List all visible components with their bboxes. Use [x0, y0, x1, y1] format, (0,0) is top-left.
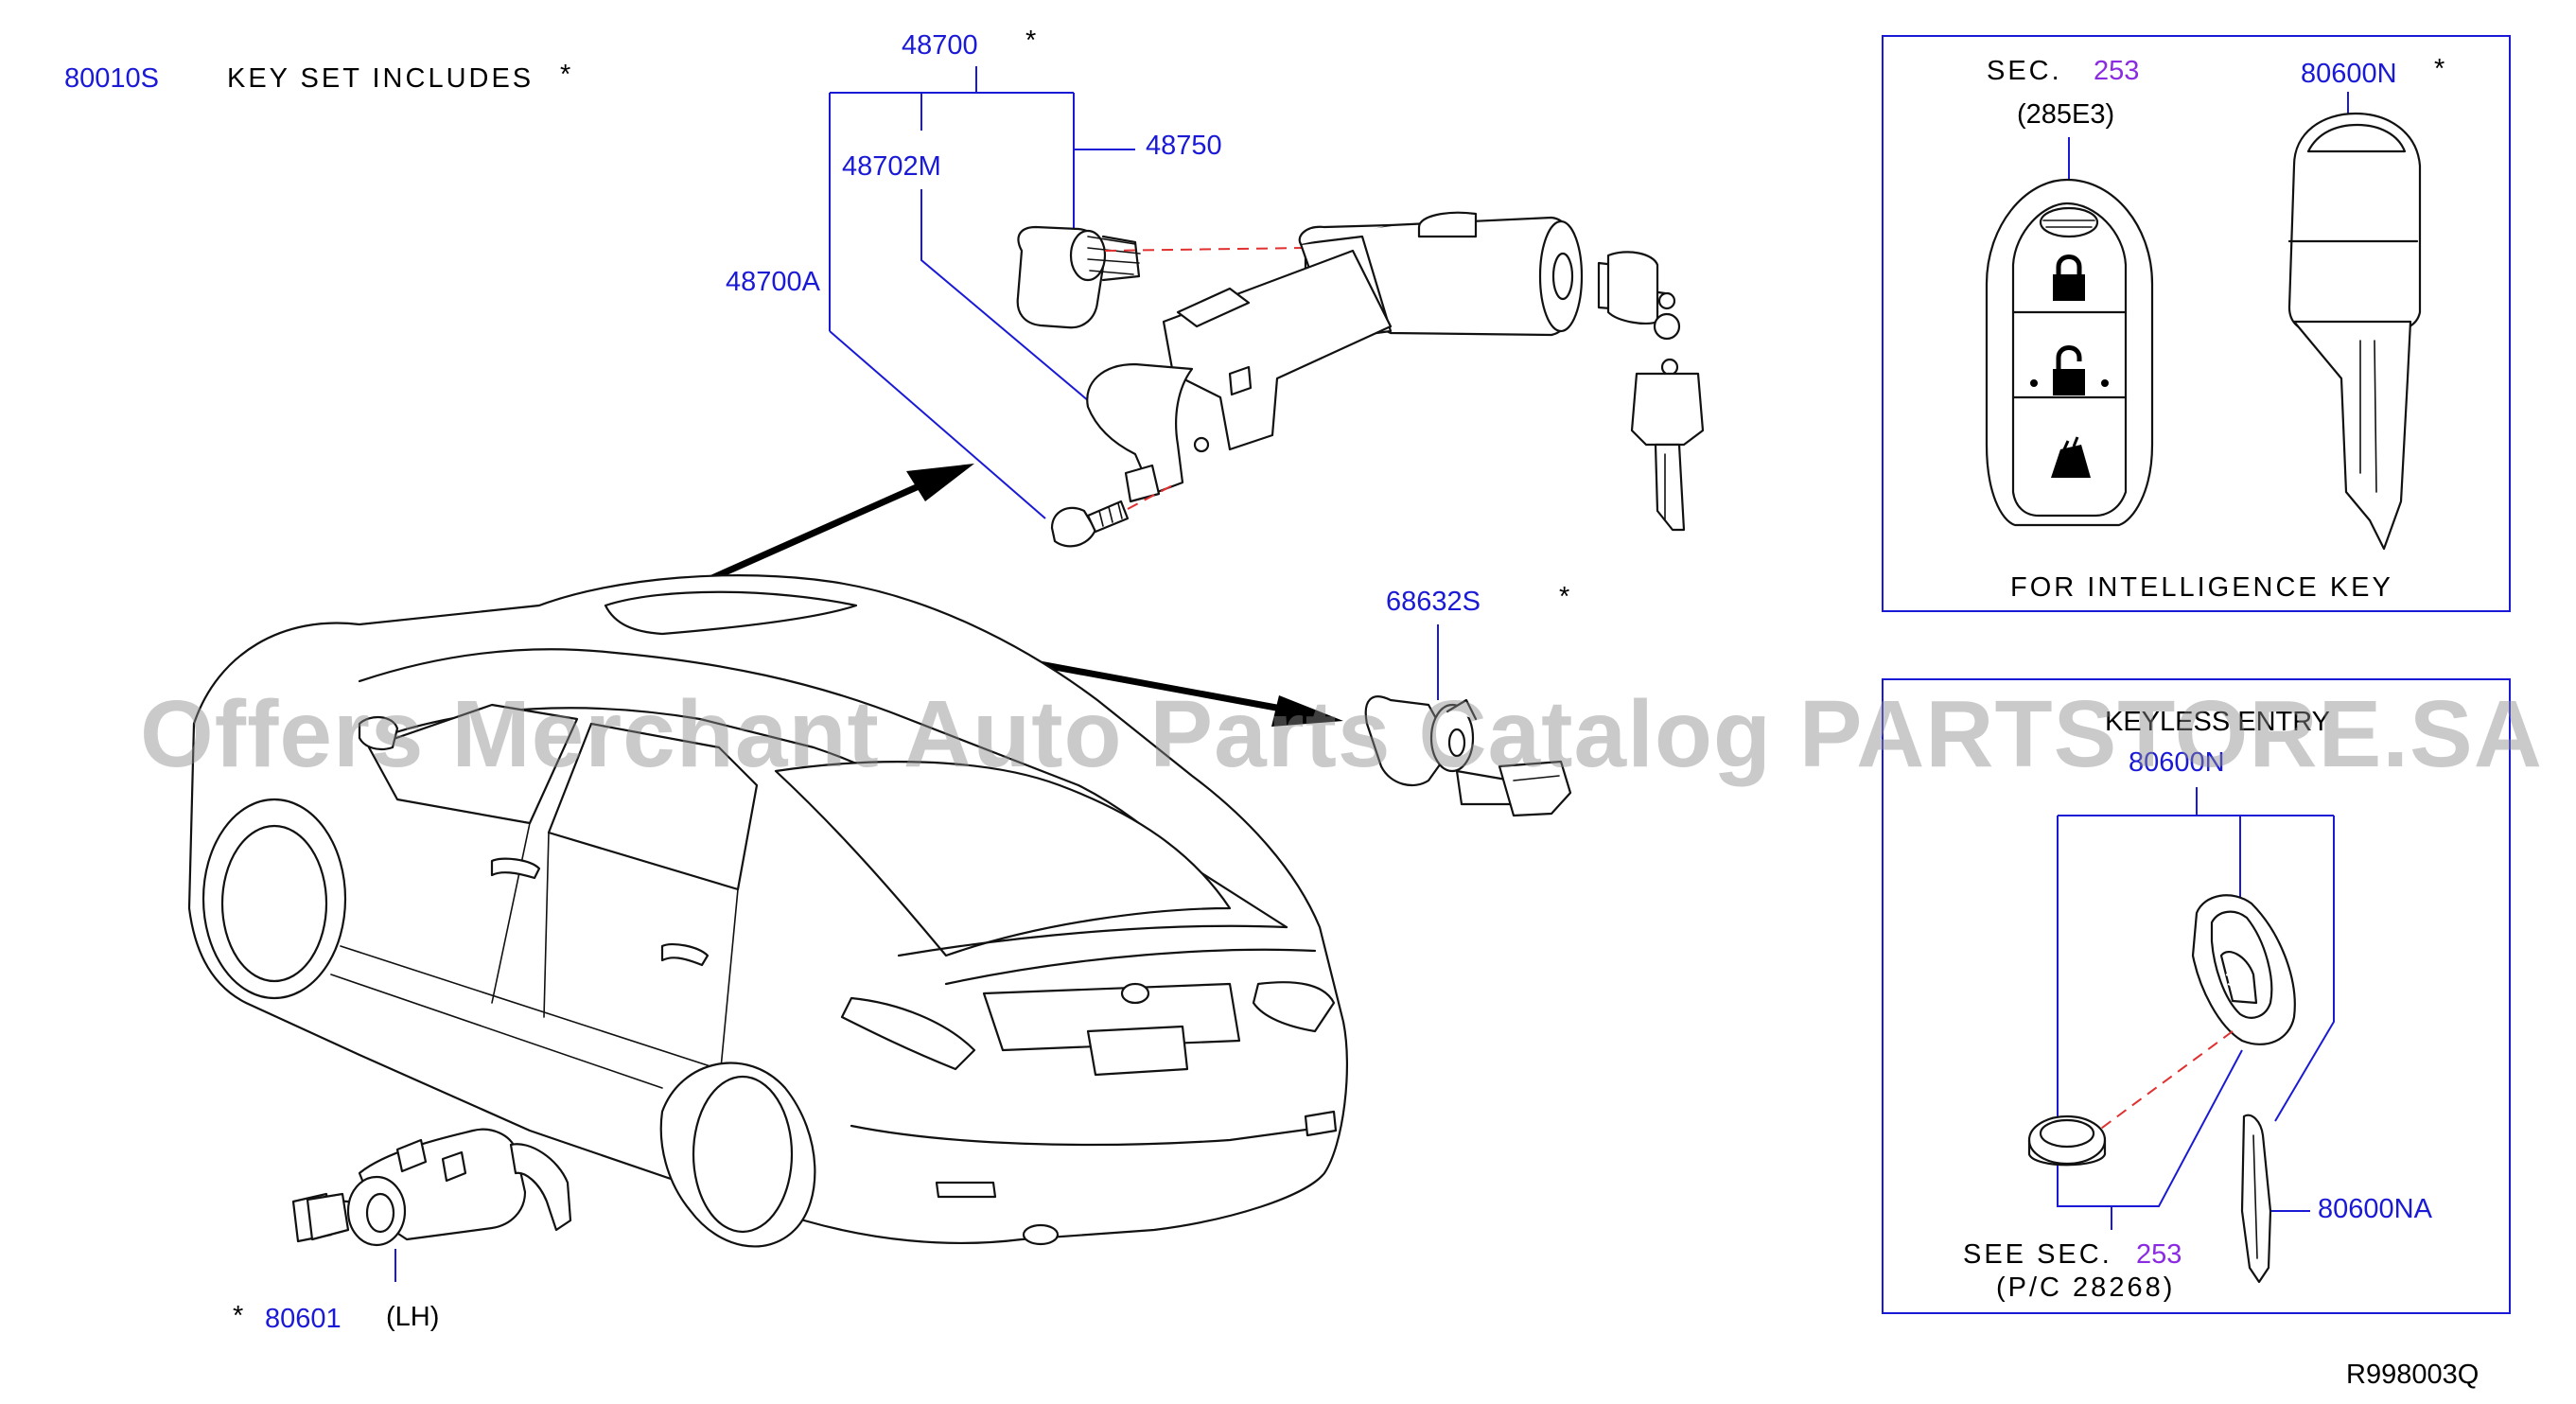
intelligence-key-asterisk: *: [2434, 54, 2445, 84]
part-number-48702M[interactable]: 48702M: [842, 151, 941, 182]
keyless-title: KEYLESS ENTRY: [2105, 707, 2330, 737]
section-253-link[interactable]: 253: [2094, 56, 2139, 86]
key-set-label: KEY SET INCLUDES: [227, 63, 534, 94]
watermark: Offers Merchant Auto Parts Catalog PARTS…: [140, 681, 2543, 787]
part-number-80601[interactable]: 80601: [265, 1304, 342, 1334]
trunk-icon: [2051, 445, 2091, 478]
ignition-key: [1597, 251, 1705, 532]
part-number-80600NA[interactable]: 80600NA: [2318, 1194, 2433, 1224]
part-number-48700[interactable]: 48700: [902, 30, 978, 61]
keyless-entry-box: [1882, 678, 2511, 1314]
knob-to-cylinder-link: [1104, 247, 1306, 252]
ignition-knob: [1016, 225, 1141, 329]
intelligence-caption: FOR INTELLIGENCE KEY: [2010, 572, 2393, 603]
screw-48700A: [1050, 482, 1179, 548]
leader-80600N-keyless-tree: [2057, 787, 2335, 1230]
part-number-68632S[interactable]: 68632S: [1386, 587, 1481, 617]
glove-lock-asterisk: *: [1559, 582, 1569, 612]
leader-48702M: [920, 189, 1108, 417]
key-set-asterisk: *: [560, 60, 570, 90]
door-lock-side: (LH): [386, 1302, 439, 1332]
glove-box-lock-drawing: [1364, 695, 1572, 817]
keyless-remote-drawing: [2191, 894, 2296, 1045]
unlock-icon: [2053, 369, 2085, 395]
part-number-48750[interactable]: 48750: [1146, 131, 1222, 161]
intelligence-mechanical-key-drawing: [2287, 112, 2422, 551]
intelligence-key-labels: SEC. 253 (285E3) 80600N * FOR INTELLIGEN…: [1987, 54, 2445, 603]
ignition-callout-group: 48700 * 48750 48702M 48700A: [726, 26, 1222, 519]
door-lock-asterisk: *: [233, 1301, 243, 1331]
part-number-80600N-intelligence[interactable]: 80600N: [2301, 59, 2397, 89]
sec-code: (285E3): [2017, 99, 2114, 130]
part-number-48700A[interactable]: 48700A: [726, 267, 821, 297]
car-illustration: [187, 574, 1348, 1248]
door-lock-drawing: [291, 1128, 572, 1247]
section-253-link-keyless[interactable]: 253: [2136, 1239, 2182, 1270]
diagram-reference: R998003Q: [2346, 1360, 2479, 1390]
column-bracket: [1086, 249, 1393, 503]
assembly-asterisk: *: [1025, 26, 1036, 56]
keyless-battery-drawing: [2027, 1114, 2107, 1167]
remote-to-battery-link: [2097, 1030, 2234, 1132]
keyless-blade-drawing: [2240, 1114, 2272, 1284]
see-sec-prefix: SEE SEC.: [1963, 1239, 2112, 1270]
ignition-lock-drawing: [1016, 211, 1705, 548]
pc-code: (P/C 28268): [1996, 1272, 2175, 1303]
lock-icon: [2053, 274, 2085, 301]
leader-48700A: [829, 330, 1046, 519]
part-number-80010S[interactable]: 80010S: [64, 63, 159, 94]
leader-48700-tree: [829, 66, 1135, 331]
intelligence-key-box: [1882, 35, 2511, 612]
part-number-80600N-keyless[interactable]: 80600N: [2129, 747, 2225, 778]
sec-prefix: SEC.: [1987, 56, 2062, 86]
intelligence-fob-drawing: [1985, 178, 2154, 527]
keyless-entry-labels: KEYLESS ENTRY 80600N 80600NA SEE SEC. 25…: [1963, 707, 2433, 1303]
